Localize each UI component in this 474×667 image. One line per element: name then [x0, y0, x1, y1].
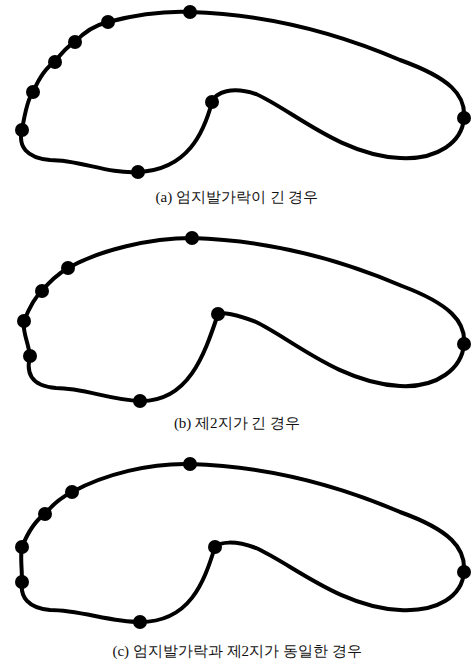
landmark-dot: [457, 111, 471, 125]
landmark-dot: [131, 165, 145, 179]
landmark-dot: [65, 485, 79, 499]
landmark-dot: [133, 615, 147, 629]
landmark-dot: [35, 284, 49, 298]
sub-caption: (a) 엄지발가락이 긴 경우: [0, 188, 474, 206]
landmark-dot: [457, 337, 471, 351]
landmark-dot: [457, 565, 471, 579]
sub-caption: (b) 제2지가 긴 경우: [0, 414, 474, 432]
foot-c: [15, 457, 471, 629]
landmark-dot: [68, 35, 82, 49]
landmark-dot: [183, 457, 197, 471]
landmark-dot: [183, 5, 197, 19]
landmark-dot: [133, 394, 147, 408]
landmark-dot: [211, 307, 225, 321]
landmark-dot: [15, 575, 29, 589]
foot-a: [15, 5, 471, 179]
landmark-dot: [15, 540, 29, 554]
landmark-dot: [17, 314, 31, 328]
landmark-dot: [26, 85, 40, 99]
landmark-dot: [38, 507, 52, 521]
landmark-dot: [48, 55, 62, 69]
landmark-dot: [185, 231, 199, 245]
landmark-dot: [15, 123, 29, 137]
sub-caption: (c) 엄지발가락과 제2지가 동일한 경우: [0, 642, 474, 660]
landmark-dot: [205, 95, 219, 109]
landmark-dot: [208, 540, 222, 554]
foot-b: [17, 231, 471, 408]
landmark-dot: [23, 349, 37, 363]
landmark-dot: [101, 15, 115, 29]
landmark-dot: [61, 261, 75, 275]
